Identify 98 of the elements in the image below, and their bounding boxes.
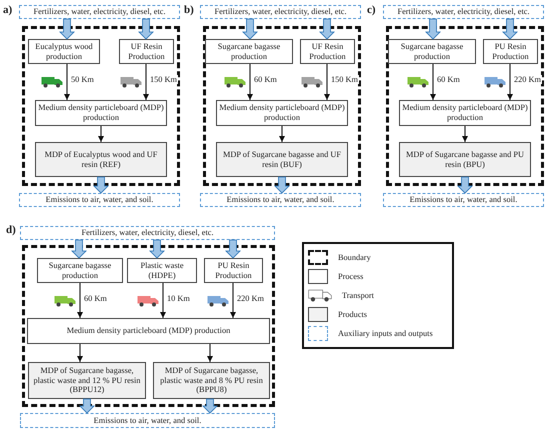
auxiliary-box xyxy=(383,193,544,207)
legend-label: Process xyxy=(338,272,364,281)
arrow xyxy=(279,126,285,142)
boundary-box xyxy=(22,245,275,407)
box-label: MDP of Sugarcane bagasse and UF resin (BUF) xyxy=(222,150,342,170)
legend-label: Products xyxy=(338,310,368,319)
box-label: MDP of Sugarcane bagasse, plastic waste and 12 % PU resin (BPPU12) xyxy=(32,366,142,396)
product-box xyxy=(153,362,270,399)
arrow xyxy=(462,126,468,142)
product-box xyxy=(216,142,348,177)
boundary-box xyxy=(386,26,544,186)
auxiliary-box xyxy=(19,5,180,19)
legend-label: Boundary xyxy=(338,253,371,262)
arrow xyxy=(64,64,70,100)
process-box xyxy=(205,39,293,64)
process-box xyxy=(388,39,476,64)
arrow xyxy=(160,282,166,318)
input-arrow xyxy=(71,240,87,259)
process-box xyxy=(28,39,100,64)
process-box xyxy=(300,39,355,64)
box-label: Medium density particleboard (MDP) production xyxy=(402,103,528,123)
input-arrow xyxy=(202,398,218,414)
arrow xyxy=(324,64,330,100)
process-box xyxy=(127,258,197,283)
box-label: Sugarcane bagasse production xyxy=(48,260,112,280)
distance-label: 220 Km xyxy=(513,75,542,84)
box-label: Sugarcane bagasse production xyxy=(400,42,464,62)
box-label: MDP of Eucalyptus wood and UF resin (REF) xyxy=(44,150,158,170)
arrow xyxy=(77,344,83,362)
box-label: Emissions to air, water, and soil. xyxy=(410,195,518,205)
panel-label: b) xyxy=(184,4,194,16)
process-box xyxy=(119,39,174,64)
product-box xyxy=(399,142,531,177)
arrow xyxy=(77,282,83,318)
process-box xyxy=(27,318,270,344)
input-arrow xyxy=(225,240,241,259)
input-arrow xyxy=(138,18,154,40)
distance-label: 150 Km xyxy=(149,75,178,84)
auxiliary-box xyxy=(20,226,275,240)
box-label: Fertilizers, water, electricity, diesel, etc. xyxy=(397,7,530,17)
auxiliary-box xyxy=(200,193,361,207)
input-arrow xyxy=(149,240,165,259)
box-label: Medium density particleboard (MDP) production xyxy=(66,326,230,336)
arrow xyxy=(207,344,213,362)
distance-label: 60 Km xyxy=(436,75,461,84)
input-arrow xyxy=(502,18,518,40)
box-label: MDP of Sugarcane bagasse and PU resin (BPU) xyxy=(405,150,525,170)
box-label: MDP of Sugarcane bagasse, plastic waste and 8 % PU resin (BPPU8) xyxy=(159,366,264,396)
box-label: Emissions to air, water, and soil. xyxy=(46,195,154,205)
distance-label: 60 Km xyxy=(253,75,278,84)
distance-label: 60 Km xyxy=(83,294,108,302)
arrow xyxy=(247,64,253,100)
box-label: Fertilizers, water, electricity, diesel, etc. xyxy=(214,7,347,17)
box-label: PU Resin Production xyxy=(214,260,253,280)
input-arrow xyxy=(425,18,441,40)
product-box xyxy=(35,142,167,177)
distance-label: 220 Km xyxy=(236,294,265,302)
input-arrow xyxy=(319,18,335,40)
arrow xyxy=(230,282,236,318)
legend-label: Transport xyxy=(342,291,374,300)
distance-label: 10 Km xyxy=(166,294,191,302)
arrow xyxy=(430,64,436,100)
auxiliary-box xyxy=(19,193,180,207)
distance-label: 50 Km xyxy=(70,75,95,84)
input-arrow xyxy=(59,18,75,40)
box-label: Plastic waste (HDPE) xyxy=(139,260,185,280)
box-label: UF Resin Production xyxy=(308,42,347,62)
auxiliary-box xyxy=(20,413,275,428)
arrow xyxy=(507,64,513,100)
legend-label: Auxiliary inputs and outputs xyxy=(338,329,433,338)
panel-label: c) xyxy=(367,4,376,16)
panel-label: a) xyxy=(3,4,12,16)
process-box xyxy=(483,39,538,64)
auxiliary-box xyxy=(200,5,361,19)
box-label: Emissions to air, water, and soil. xyxy=(94,416,202,426)
input-arrow xyxy=(79,398,95,414)
auxiliary-box xyxy=(383,5,544,19)
box-label: Medium density particleboard (MDP) production xyxy=(38,103,164,123)
panel-label: d) xyxy=(6,224,16,236)
box-label: UF Resin Production xyxy=(127,42,166,62)
arrow xyxy=(98,126,104,142)
input-arrow xyxy=(242,18,258,40)
box-label: Eucalyptus wood production xyxy=(34,42,94,62)
input-arrow xyxy=(93,176,109,194)
process-box xyxy=(37,258,123,283)
box-label: Fertilizers, water, electricity, diesel, etc. xyxy=(33,7,166,17)
input-arrow xyxy=(457,176,473,194)
process-box xyxy=(204,258,263,283)
boundary-box xyxy=(203,26,361,186)
distance-label: 150 Km xyxy=(330,75,359,84)
arrow xyxy=(143,64,149,100)
box-label: Fertilizers, water, electricity, diesel, etc. xyxy=(81,228,214,238)
box-label: PU Resin Production xyxy=(491,42,530,62)
input-arrow xyxy=(274,176,290,194)
box-label: Medium density particleboard (MDP) production xyxy=(219,103,345,123)
box-label: Emissions to air, water, and soil. xyxy=(226,195,334,205)
boundary-box xyxy=(22,26,180,186)
box-label: Sugarcane bagasse production xyxy=(216,42,282,62)
